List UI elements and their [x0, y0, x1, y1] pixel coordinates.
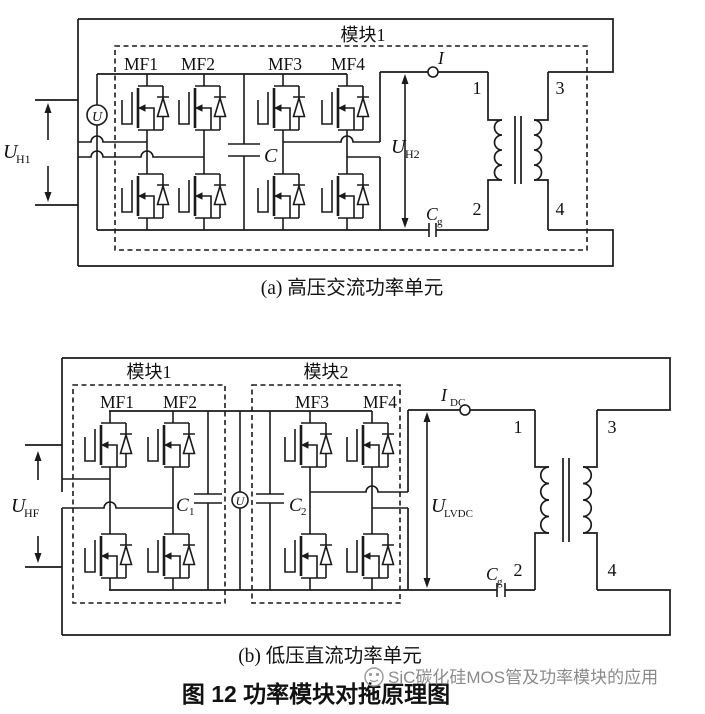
uhf-subscript: HF [24, 506, 40, 520]
mosfet-icon-mf3-low-b [283, 520, 334, 592]
ulvdc-label: U [431, 495, 447, 517]
mosfet-icon-mf1-high-b [83, 409, 134, 481]
input-terminals-b [25, 444, 62, 568]
mosfet-icon-mf3-high-a [256, 72, 307, 144]
mf2-label-b: MF2 [163, 392, 197, 412]
terminal-2-a: 2 [473, 199, 482, 219]
mosfet-icon-mf4-high-b [345, 409, 396, 481]
voltage-source-icon-b: U [231, 411, 249, 590]
capacitor-c2-icon: C 2 [256, 411, 307, 590]
input-terminals-a [35, 99, 78, 206]
voltage-arrow-uh2 [401, 74, 409, 228]
uh2-subscript: H2 [405, 147, 420, 161]
transformer-icon-a [487, 72, 549, 230]
mosfet-icon-mf3-high-b [283, 409, 334, 481]
current-label-a: I [437, 48, 445, 68]
mosfet-icon-mf4-low-a [320, 160, 371, 232]
terminal-2-b: 2 [514, 560, 523, 580]
mosfet-icon-mf3-low-a [256, 160, 307, 232]
source-label-b: U [236, 494, 246, 508]
uhf-label: U [11, 495, 27, 517]
mf4-label-b: MF4 [363, 392, 397, 412]
mosfet-icon-mf1-low-b [83, 520, 134, 592]
outer-loop-top-a [78, 18, 614, 73]
ulvdc-subscript: LVDC [444, 508, 473, 520]
terminal-1-b: 1 [514, 417, 523, 437]
cg-subscript-b: g [497, 576, 503, 588]
mosfet-icon-mf4-high-a [320, 72, 371, 144]
watermark-text: SiC碳化硅MOS管及功率模块的应用 [388, 668, 658, 687]
mf1-label-a: MF1 [124, 54, 158, 74]
uh2-label: U [391, 136, 407, 158]
module1-dashed-box-b [72, 384, 226, 604]
cap-c-label: C [264, 145, 278, 167]
terminal-1-a: 1 [473, 78, 482, 98]
mf2-label-a: MF2 [181, 54, 215, 74]
outer-loop-bottom-b [62, 589, 671, 636]
leg-connectors-b [109, 479, 373, 522]
cg-label-a: C [426, 204, 438, 224]
module2-label-b: 模块2 [304, 362, 349, 382]
uh1-label: U [3, 141, 19, 163]
watermark: SiC碳化硅MOS管及功率模块的应用 [364, 667, 658, 687]
mf4-label-a: MF4 [331, 54, 365, 74]
midwire-mf3-b [310, 485, 408, 493]
midwire-mf1-a [78, 135, 147, 143]
caption-panel-a: (a) 高压交流功率单元 [261, 277, 444, 299]
current-label-b: I [440, 385, 448, 405]
caption-panel-b: (b) 低压直流功率单元 [238, 645, 422, 667]
terminal-4-a: 4 [556, 199, 565, 219]
capacitor-c-icon: C [228, 74, 278, 230]
midwire-mf3-a [283, 135, 380, 143]
terminal-3-b: 3 [608, 417, 617, 437]
voltage-arrow-uhf [34, 451, 42, 563]
cg-label-b: C [486, 564, 498, 584]
mf1-label-b: MF1 [100, 392, 134, 412]
midwire-mf2-a [78, 150, 204, 158]
terminal-3-a: 3 [556, 78, 565, 98]
current-probe-icon-a [427, 66, 439, 78]
source-label-a: U [92, 110, 103, 125]
voltage-source-icon-a: U [86, 74, 108, 230]
terminal-4-b: 4 [608, 560, 617, 580]
panel-a: U H1 模块1 MF1 MF2 MF3 MF4 U [3, 18, 614, 299]
cap-c1-subscript: 1 [189, 506, 195, 518]
mosfet-icon-mf2-high-a [177, 72, 228, 144]
capacitor-c1-icon: C 1 [176, 411, 222, 590]
mosfet-icon-mf1-low-a [120, 160, 171, 232]
cg-subscript-a: g [437, 216, 443, 228]
current-subscript-b: DC [450, 397, 465, 409]
current-probe-icon-b [459, 404, 471, 416]
mosfet-icon-mf2-high-b [146, 409, 197, 481]
mosfet-icon-mf2-low-b [146, 520, 197, 592]
outer-loop-top-b [62, 357, 671, 411]
midwire-mf2-b [62, 501, 173, 509]
module2-dashed-box-b [251, 384, 401, 604]
module1-label-a: 模块1 [341, 25, 386, 45]
mf3-label-a: MF3 [268, 54, 302, 74]
mosfet-icon-mf4-low-b [345, 520, 396, 592]
mosfet-icon-mf2-low-a [177, 160, 228, 232]
cap-c2-subscript: 2 [301, 506, 307, 518]
outer-loop-bottom-a [78, 229, 614, 267]
mosfet-icon-mf1-high-a [120, 72, 171, 144]
output-rails-b [407, 409, 535, 590]
uh1-subscript: H1 [16, 152, 31, 166]
capacitor-cg-icon-a: C g [426, 204, 443, 237]
cap-c1-label: C [176, 495, 189, 516]
capacitor-cg-icon-b: C g [486, 564, 506, 597]
watermark-logo-icon [364, 667, 384, 687]
mf3-label-b: MF3 [295, 392, 329, 412]
leg-connectors-a [146, 142, 348, 162]
voltage-arrow-uh1 [44, 103, 52, 202]
module1-dashed-box-a [114, 45, 588, 251]
panel-b: U HF 模块1 模块2 MF1 MF2 MF3 MF4 C [11, 357, 671, 667]
figure-caption: 图 12 功率模块对拖原理图 [182, 681, 450, 707]
voltage-arrow-ulvdc [423, 412, 431, 588]
transformer-icon-b [534, 410, 598, 590]
module1-label-b: 模块1 [127, 362, 172, 382]
cap-c2-label: C [289, 495, 302, 516]
